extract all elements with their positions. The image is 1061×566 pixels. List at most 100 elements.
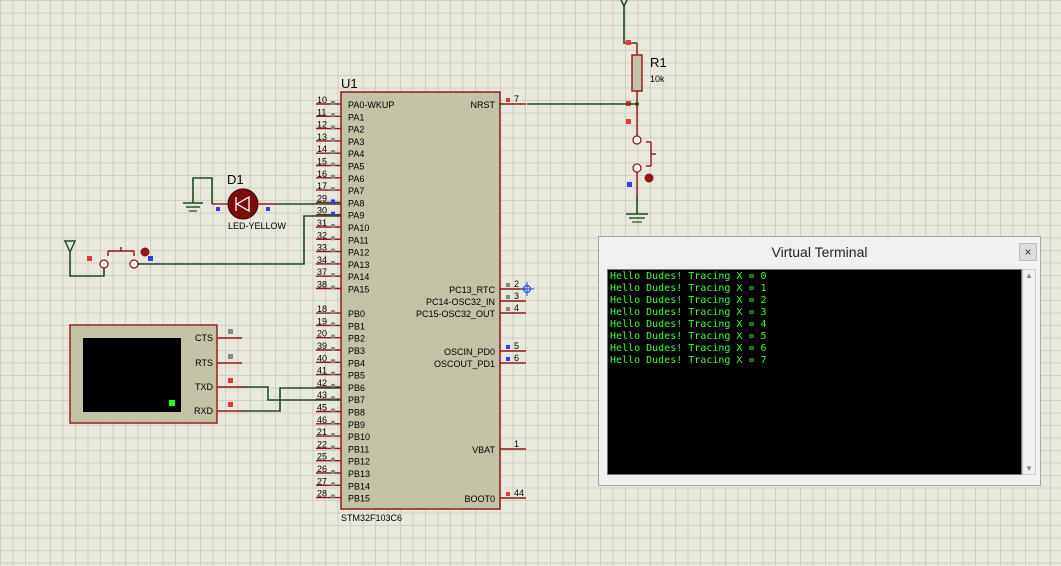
terminal-line: Hello Dudes! Tracing X = 5 [610,331,767,342]
scroll-down-arrow-icon[interactable]: ▼ [1025,464,1033,473]
uart-pin-txd[interactable]: TXD [195,378,242,392]
pin-number: 32 [317,230,327,240]
mcu-body[interactable] [340,91,501,510]
reset-pushbutton[interactable] [644,173,654,183]
mcu-right-pins: 7NRST2PC13_RTC3PC14-OSC32_IN4PC15-OSC32_… [416,94,526,504]
mcu-part: STM32F103C6 [341,513,402,523]
pin-label: PA0-WKUP [348,100,394,110]
led-yellow[interactable] [227,188,259,220]
pushbutton-pa9[interactable] [140,247,150,257]
power-terminal-icon [63,240,77,254]
pin-label: BOOT0 [464,494,495,504]
pin-label: RXD [194,406,214,416]
uart-pin-rts[interactable]: RTS [195,354,242,368]
pin-label: PB3 [348,346,365,356]
pin-label: PA2 [348,125,364,135]
pin-marker [87,256,92,261]
uart-pin-rxd[interactable]: RXD [194,402,242,416]
pin-label: PB13 [348,469,370,479]
uart-activity-indicator [169,400,175,406]
uart-terminal-screen [83,338,181,412]
pin-number: 6 [514,353,519,363]
pin-number: 12 [317,120,327,130]
pin-label: RTS [195,358,213,368]
pin-number: 17 [317,181,327,191]
pin-label: PC15-OSC32_OUT [416,309,496,319]
virtual-terminal-window[interactable]: Virtual Terminal × Hello Dudes! Tracing … [598,236,1041,486]
pin-number: 46 [317,415,327,425]
pin-number: 22 [317,439,327,449]
pin-label: PB1 [348,321,365,331]
pin-number: 45 [317,403,327,413]
resistor-r1[interactable] [631,54,643,92]
led-pin-marker [216,207,220,211]
pin-number: 37 [317,267,327,277]
resistor-ref: R1 [650,55,667,70]
pin-label: PB12 [348,457,370,467]
virtual-terminal-titlebar[interactable]: Virtual Terminal × [599,237,1040,269]
pin-label: PA4 [348,149,364,159]
scroll-up-arrow-icon[interactable]: ▲ [1025,271,1033,280]
button-contact [99,259,109,269]
pin-number: 29 [317,193,327,203]
pin-label: PB0 [348,309,365,319]
pin-number: 2 [514,279,519,289]
pin-number: 10 [317,95,327,105]
pin-number: 39 [317,341,327,351]
close-button[interactable]: × [1019,243,1037,261]
pin-marker [627,182,632,187]
button-contact [129,259,139,269]
pin-label: OSCIN_PD0 [444,347,495,357]
button-contact [632,163,642,173]
terminal-scrollbar[interactable]: ▲ ▼ [1022,269,1036,475]
uart-pin-cts[interactable]: CTS [195,329,242,343]
wire-vcc-r1 [623,6,637,44]
pin-number: 27 [317,476,327,486]
pin-label: PB2 [348,334,365,344]
pin-label: PA12 [348,248,369,258]
power-terminal-icon [620,0,628,8]
resistor-value: 10k [650,74,665,84]
